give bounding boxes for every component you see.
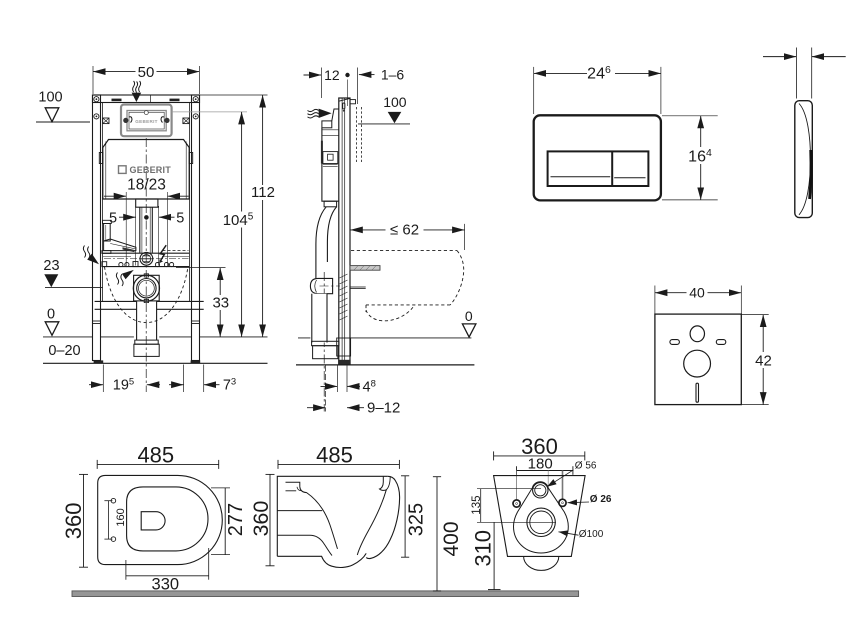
svg-text:195: 195 bbox=[113, 377, 134, 394]
svg-text:Ø 26: Ø 26 bbox=[590, 494, 612, 505]
svg-text:100: 100 bbox=[38, 90, 62, 106]
svg-text:0–20: 0–20 bbox=[48, 343, 80, 359]
svg-text:0: 0 bbox=[47, 307, 55, 323]
svg-text:400: 400 bbox=[440, 521, 463, 556]
svg-text:40: 40 bbox=[689, 284, 705, 300]
svg-text:9–12: 9–12 bbox=[367, 400, 400, 417]
svg-text:50: 50 bbox=[138, 64, 155, 81]
svg-text:325: 325 bbox=[406, 503, 428, 536]
svg-text:12: 12 bbox=[324, 67, 340, 83]
svg-text:33: 33 bbox=[212, 295, 229, 312]
svg-text:160: 160 bbox=[115, 508, 127, 526]
svg-text:5: 5 bbox=[109, 210, 117, 226]
svg-text:310: 310 bbox=[470, 530, 495, 567]
svg-text:112: 112 bbox=[251, 184, 275, 201]
svg-text:≤ 62: ≤ 62 bbox=[390, 222, 419, 239]
svg-text:135: 135 bbox=[471, 496, 483, 515]
svg-text:Ø100: Ø100 bbox=[579, 529, 604, 540]
svg-text:GEBERIT: GEBERIT bbox=[135, 119, 158, 124]
svg-text:18/23: 18/23 bbox=[127, 177, 166, 194]
svg-text:42: 42 bbox=[755, 352, 772, 369]
svg-text:330: 330 bbox=[152, 576, 180, 594]
svg-text:485: 485 bbox=[137, 442, 174, 467]
svg-text:180: 180 bbox=[528, 456, 553, 473]
svg-text:23: 23 bbox=[43, 258, 59, 274]
svg-text:1045: 1045 bbox=[223, 212, 254, 230]
svg-text:277: 277 bbox=[225, 503, 247, 536]
svg-text:360: 360 bbox=[61, 503, 86, 540]
svg-text:1–6: 1–6 bbox=[381, 66, 405, 82]
svg-text:GEBERIT: GEBERIT bbox=[130, 165, 172, 175]
svg-text:485: 485 bbox=[316, 442, 353, 467]
svg-text:0: 0 bbox=[465, 308, 473, 324]
svg-text:Ø 56: Ø 56 bbox=[575, 461, 597, 472]
svg-text:360: 360 bbox=[521, 434, 558, 459]
svg-text:360: 360 bbox=[249, 501, 273, 537]
svg-text:100: 100 bbox=[383, 94, 407, 110]
svg-text:5: 5 bbox=[176, 210, 184, 226]
